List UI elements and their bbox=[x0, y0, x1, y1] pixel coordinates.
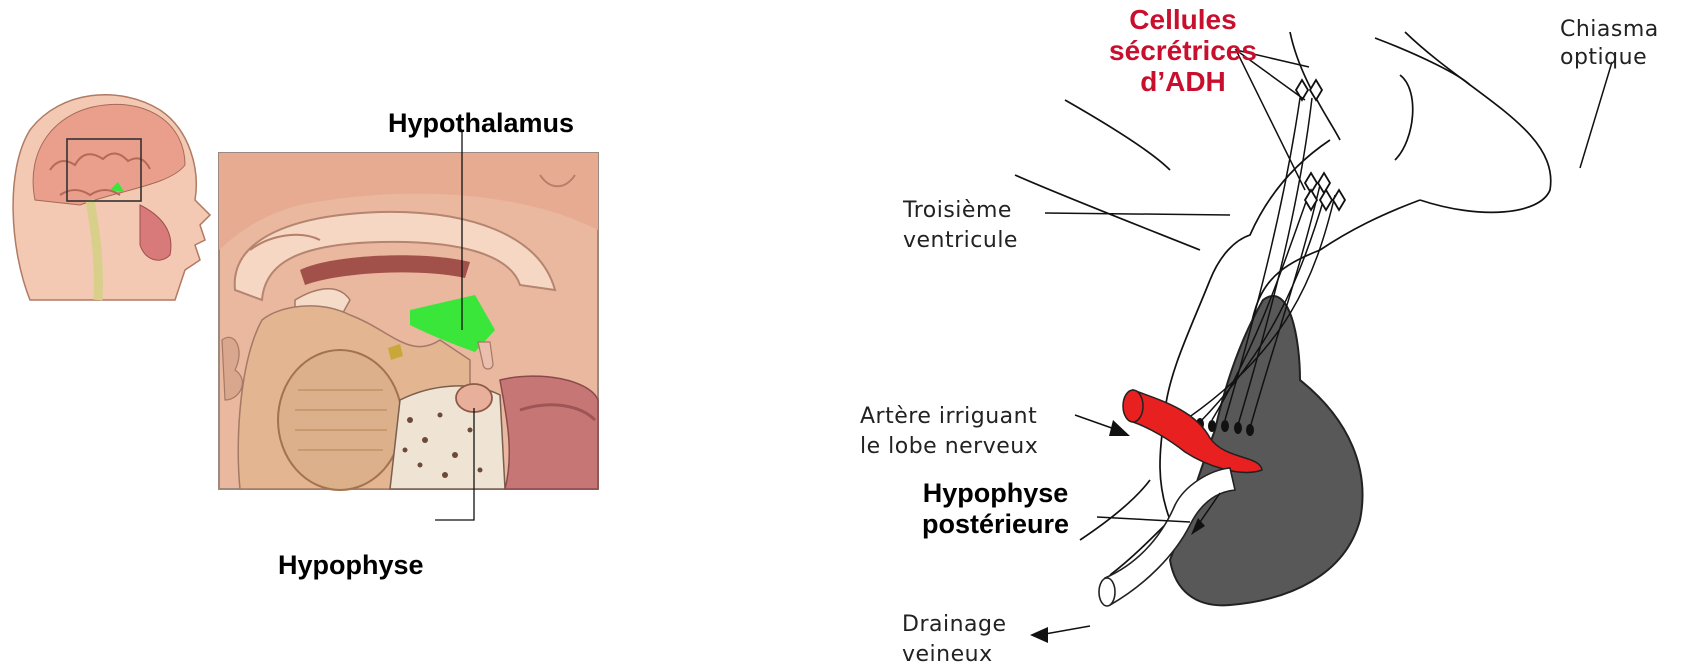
adh-cells-label-line-3: d’ADH bbox=[1098, 66, 1268, 97]
chiasma-label-line-1: Chiasma bbox=[1560, 16, 1659, 44]
adh-cells-label: Cellules sécrétrices d’ADH bbox=[1098, 4, 1268, 97]
drainage-label: Drainage veineux bbox=[902, 610, 1007, 670]
artery-label-line-1: Artère irriguant bbox=[860, 402, 1038, 432]
posterior-pituitary-label: Hypophyse postérieure bbox=[922, 478, 1069, 540]
head-thumbnail bbox=[13, 95, 210, 300]
drainage-flow-arrow bbox=[1030, 627, 1048, 643]
ventricle-label-line-2: ventricule bbox=[903, 226, 1018, 256]
posterior-pituitary-label-line-1: Hypophyse bbox=[922, 478, 1069, 509]
ventricle-label: Troisième ventricule bbox=[903, 196, 1018, 256]
brain-section-illustration bbox=[219, 153, 598, 490]
artery-label-line-2: le lobe nerveux bbox=[860, 432, 1038, 462]
adh-cells-label-line-1: Cellules bbox=[1098, 4, 1268, 35]
hypothalamus-label: Hypothalamus bbox=[388, 108, 574, 139]
artery-label: Artère irriguant le lobe nerveux bbox=[860, 402, 1038, 462]
hypophyse-label: Hypophyse bbox=[278, 550, 424, 581]
posterior-pituitary-label-line-2: postérieure bbox=[922, 509, 1069, 540]
drainage-label-line-2: veineux bbox=[902, 640, 1007, 670]
chiasma-label: Chiasma optique bbox=[1560, 16, 1659, 72]
artery-flow-arrow bbox=[1109, 420, 1130, 436]
ventricle-label-line-1: Troisième bbox=[903, 196, 1018, 226]
adh-cells-label-line-2: sécrétrices bbox=[1098, 35, 1268, 66]
chiasma-label-line-2: optique bbox=[1560, 44, 1659, 72]
drainage-label-line-1: Drainage bbox=[902, 610, 1007, 640]
